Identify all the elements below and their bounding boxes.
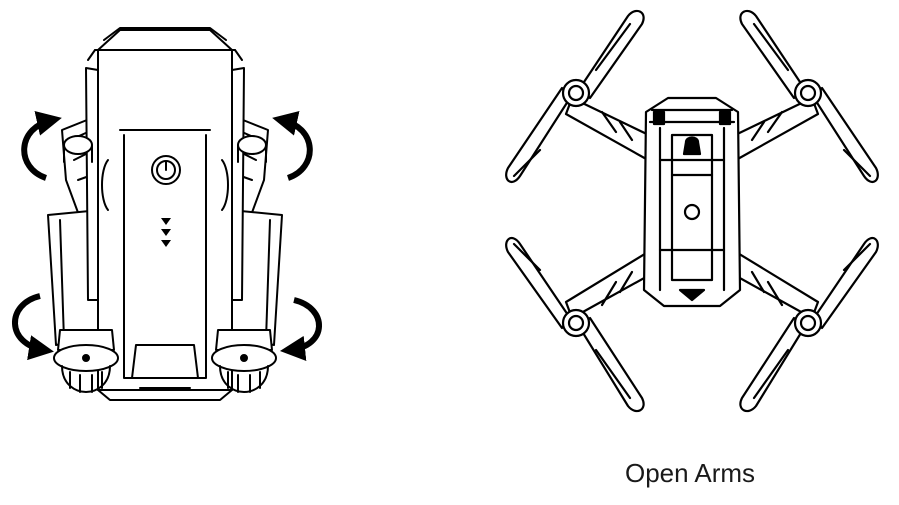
folded-drone bbox=[47, 27, 283, 401]
drone-body bbox=[85, 27, 245, 401]
drone-arms bbox=[564, 96, 820, 320]
propeller-bottom-right bbox=[739, 237, 879, 413]
rotation-arrow-bottom-right bbox=[279, 297, 322, 361]
folded-propeller-top-left bbox=[63, 135, 93, 163]
folded-motor-bottom-left bbox=[53, 329, 119, 393]
battery-indicator-icon bbox=[161, 218, 171, 247]
rotation-arrow-top-left bbox=[21, 110, 62, 181]
propeller-bottom-left bbox=[505, 237, 645, 413]
rotation-arrow-bottom-left bbox=[12, 293, 54, 361]
rotation-arrow-top-right bbox=[272, 110, 313, 181]
open-drone bbox=[505, 9, 879, 413]
folded-propeller-top-right bbox=[237, 135, 267, 163]
propeller-top-left bbox=[505, 9, 645, 183]
open-drone-body bbox=[642, 96, 742, 308]
power-button-icon bbox=[151, 155, 181, 185]
folded-motor-bottom-right bbox=[211, 329, 277, 393]
propeller-top-right bbox=[739, 9, 879, 183]
open-arms-caption: Open Arms bbox=[624, 458, 756, 488]
rotation-arrow-icon bbox=[12, 110, 322, 361]
